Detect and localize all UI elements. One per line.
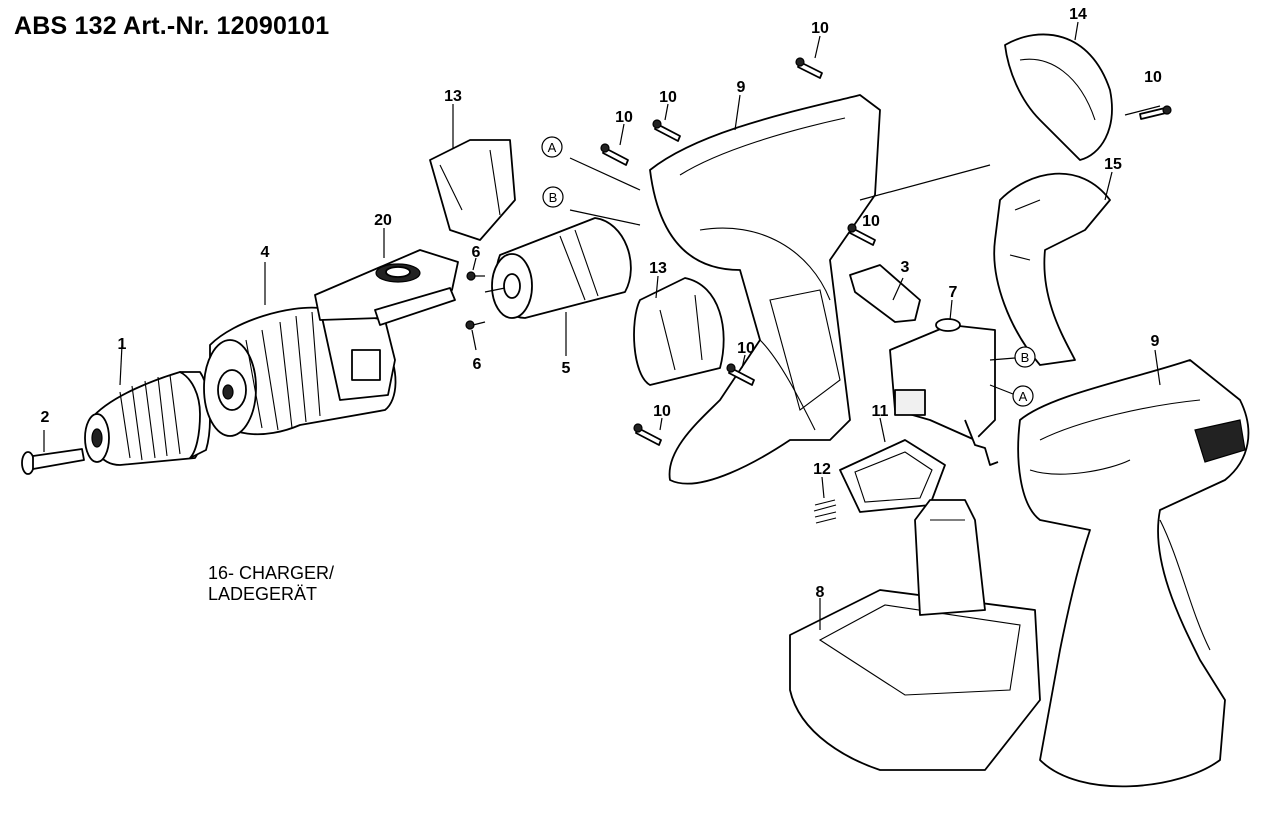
label-part-10-e: 10 <box>862 213 880 230</box>
label-part-20: 20 <box>374 212 392 229</box>
connector-b-right: B <box>989 346 1036 368</box>
part-4-gearbox <box>203 262 397 437</box>
part-14-top-cover <box>1004 21 1113 161</box>
label-part-6-top: 6 <box>472 244 481 261</box>
part-7-switch <box>889 299 999 466</box>
label-part-10-c: 10 <box>659 89 677 106</box>
part-11-contact-plate <box>839 417 946 513</box>
part-13-lower-cover <box>633 275 725 386</box>
part-10-screws <box>600 35 1172 446</box>
part-12-spring <box>813 476 837 524</box>
part-13-upper-cover <box>429 104 516 241</box>
label-part-13-top: 13 <box>444 88 462 105</box>
label-part-14: 14 <box>1069 6 1087 23</box>
label-part-8: 8 <box>816 584 825 601</box>
part-9-housing-left-half <box>569 94 991 485</box>
charger-note: 16- CHARGER/ LADEGERÄT <box>208 563 334 605</box>
connector-b-right-label: B <box>1021 350 1030 365</box>
label-part-9-right: 9 <box>1151 333 1160 350</box>
connector-a-left: A <box>541 136 563 158</box>
connector-a-left-label: A <box>548 140 557 155</box>
charger-note-line1: 16- CHARGER/ <box>208 563 335 583</box>
part-2-screw <box>21 430 85 475</box>
part-15-side-cover <box>993 171 1113 366</box>
label-part-9-left: 9 <box>737 79 746 96</box>
connector-b-left: B <box>542 186 564 208</box>
part-6-screws <box>465 257 486 351</box>
label-part-15: 15 <box>1104 156 1122 173</box>
label-part-6-bottom: 6 <box>473 356 482 373</box>
label-part-4: 4 <box>261 244 270 261</box>
label-part-10-d: 10 <box>1144 69 1162 86</box>
label-part-1: 1 <box>118 336 127 353</box>
label-part-7: 7 <box>949 284 958 301</box>
part-8-battery <box>789 499 1041 771</box>
label-part-10-a: 10 <box>811 20 829 37</box>
part-3-lever <box>849 264 921 323</box>
label-part-10-b: 10 <box>615 109 633 126</box>
label-part-10-f: 10 <box>737 340 755 357</box>
connector-a-right-label: A <box>1019 389 1028 404</box>
connector-a-right: A <box>989 384 1034 407</box>
label-part-11: 11 <box>872 403 889 420</box>
label-part-10-g: 10 <box>653 403 671 420</box>
label-part-3: 3 <box>901 259 910 276</box>
connector-b-left-label: B <box>549 190 558 205</box>
part-9-housing-right <box>1017 349 1250 788</box>
part-5-motor <box>484 217 632 356</box>
label-part-5: 5 <box>562 360 571 377</box>
part-1-chuck <box>84 344 211 466</box>
label-part-13-bottom: 13 <box>649 260 667 277</box>
label-part-2: 2 <box>41 409 50 426</box>
diagram-title: ABS 132 Art.-Nr. 12090101 <box>14 12 330 40</box>
label-part-12: 12 <box>813 461 831 478</box>
part-20-cover <box>314 228 459 326</box>
charger-note-line2: LADEGERÄT <box>208 584 318 604</box>
